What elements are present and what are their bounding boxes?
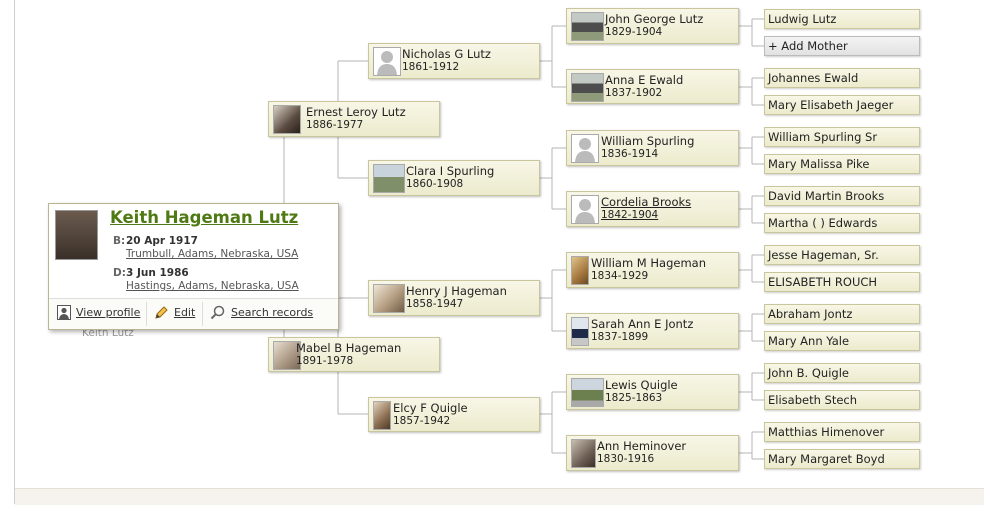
person-dates: 1861-1912 xyxy=(402,61,460,73)
person-name: Lewis Quigle xyxy=(605,378,678,392)
divider xyxy=(146,302,147,326)
person-dates: 1886-1977 xyxy=(306,119,364,131)
person-dates: 1858-1947 xyxy=(406,298,464,310)
person-name: Nicholas G Lutz xyxy=(402,47,491,61)
silhouette-icon xyxy=(373,47,401,76)
focus-person-name[interactable]: Keith Hageman Lutz xyxy=(110,208,299,227)
birth-label: B: xyxy=(113,235,126,247)
view-profile-link[interactable]: View profile xyxy=(76,306,141,319)
person-node-gg-4[interactable]: Cordelia Brooks 1842-1904 xyxy=(566,191,739,227)
person-node-grandfather-paternal[interactable]: Nicholas G Lutz 1861-1912 xyxy=(368,43,540,79)
ancestor-leaf[interactable]: Mary Margaret Boyd xyxy=(764,449,920,469)
portrait-icon xyxy=(373,284,405,313)
person-name: Ann Heminover xyxy=(597,439,687,453)
person-name: Elcy F Quigle xyxy=(393,401,468,415)
ancestor-leaf[interactable]: Abraham Jontz xyxy=(764,304,920,324)
portrait-icon xyxy=(273,105,301,134)
portrait-icon xyxy=(571,256,589,285)
person-name: Sarah Ann E Jontz xyxy=(591,317,694,331)
person-name: William M Hageman xyxy=(591,256,706,270)
person-dates: 1837-1902 xyxy=(605,87,663,99)
search-icon xyxy=(210,305,225,320)
add-mother-button[interactable]: + Add Mother xyxy=(764,36,920,56)
photo-icon xyxy=(571,73,604,102)
portrait-icon xyxy=(373,401,391,430)
person-dates: 1825-1863 xyxy=(605,392,663,404)
portrait-icon xyxy=(273,341,301,370)
ancestor-leaf[interactable]: Elisabeth Stech xyxy=(764,390,920,410)
silhouette-icon xyxy=(571,134,599,163)
person-dates: 1891-1978 xyxy=(296,355,354,367)
ancestor-leaf[interactable]: Matthias Himenover xyxy=(764,422,920,442)
photo-icon xyxy=(571,378,604,407)
divider xyxy=(202,302,203,326)
photo-icon xyxy=(373,164,405,193)
ancestor-leaf[interactable]: William Spurling Sr xyxy=(764,127,920,147)
ancestor-leaf[interactable]: Jesse Hageman, Sr. xyxy=(764,245,920,265)
person-name: Ernest Leroy Lutz xyxy=(306,105,406,119)
birth-place-link[interactable]: Trumbull, Adams, Nebraska, USA xyxy=(126,248,299,260)
portrait-icon xyxy=(571,439,596,468)
focus-person-card: Keith Hageman Lutz B: 20 Apr 1917 Trumbu… xyxy=(48,203,339,330)
person-dates: 1830-1916 xyxy=(597,453,655,465)
person-node-grandmother-maternal[interactable]: Elcy F Quigle 1857-1942 xyxy=(368,397,540,432)
bottom-band xyxy=(15,488,984,505)
page-left-border xyxy=(14,0,15,504)
person-node-gg-5[interactable]: William M Hageman 1834-1929 xyxy=(566,252,739,288)
death-place-link[interactable]: Hastings, Adams, Nebraska, USA xyxy=(126,280,299,292)
person-node-gg-7[interactable]: Lewis Quigle 1825-1863 xyxy=(566,374,739,410)
person-name: Mabel B Hageman xyxy=(296,341,402,355)
ancestor-leaf[interactable]: ELISABETH ROUCH xyxy=(764,272,920,292)
photo-icon xyxy=(571,12,604,41)
ancestor-leaf[interactable]: Mary Malissa Pike xyxy=(764,154,920,174)
person-dates: 1829-1904 xyxy=(605,26,663,38)
person-node-gg-1[interactable]: John George Lutz 1829-1904 xyxy=(566,8,739,44)
person-node-mother[interactable]: Mabel B Hageman 1891-1978 xyxy=(268,337,440,372)
person-node-gg-2[interactable]: Anna E Ewald 1837-1902 xyxy=(566,69,739,104)
death-label: D: xyxy=(113,267,126,279)
ancestor-leaf[interactable]: Ludwig Lutz xyxy=(764,9,920,29)
person-node-gg-8[interactable]: Ann Heminover 1830-1916 xyxy=(566,435,739,471)
person-dates: 1842-1904 xyxy=(601,209,659,221)
card-actions: View profile Edit Search records xyxy=(49,298,338,329)
ancestor-leaf[interactable]: Mary Elisabeth Jaeger xyxy=(764,95,920,115)
silhouette-icon xyxy=(571,195,599,224)
person-name: Clara I Spurling xyxy=(406,164,495,178)
death-date: 3 Jun 1986 xyxy=(126,267,189,279)
edit-link[interactable]: Edit xyxy=(174,306,196,319)
underlying-person-label: Keith Lutz xyxy=(82,327,134,339)
person-dates: 1837-1899 xyxy=(591,331,649,343)
person-dates: 1834-1929 xyxy=(591,270,649,282)
pencil-icon xyxy=(154,305,168,320)
person-node-gg-3[interactable]: William Spurling 1836-1914 xyxy=(566,130,739,166)
person-name: Anna E Ewald xyxy=(605,73,684,87)
ancestor-leaf[interactable]: John B. Quigle xyxy=(764,363,920,383)
person-photo xyxy=(55,210,98,260)
search-records-link[interactable]: Search records xyxy=(231,306,314,319)
person-dates: 1836-1914 xyxy=(601,148,659,160)
person-name: John George Lutz xyxy=(605,12,704,26)
person-node-gg-6[interactable]: Sarah Ann E Jontz 1837-1899 xyxy=(566,313,739,349)
ancestor-leaf[interactable]: Mary Ann Yale xyxy=(764,331,920,351)
person-node-grandfather-maternal[interactable]: Henry J Hageman 1858-1947 xyxy=(368,280,540,316)
photo-icon xyxy=(571,317,589,346)
person-name: William Spurling xyxy=(601,134,695,148)
person-node-grandmother-paternal[interactable]: Clara I Spurling 1860-1908 xyxy=(368,160,540,196)
ancestor-leaf[interactable]: Johannes Ewald xyxy=(764,68,920,88)
ancestor-leaf[interactable]: David Martin Brooks xyxy=(764,186,920,206)
person-dates: 1857-1942 xyxy=(393,415,451,427)
ancestor-leaf[interactable]: Martha ( ) Edwards xyxy=(764,213,920,233)
person-node-father[interactable]: Ernest Leroy Lutz 1886-1977 xyxy=(268,101,440,137)
person-dates: 1860-1908 xyxy=(406,178,464,190)
profile-icon xyxy=(57,305,71,320)
birth-date: 20 Apr 1917 xyxy=(126,235,198,247)
person-name-link[interactable]: Cordelia Brooks xyxy=(601,195,692,209)
person-name: Henry J Hageman xyxy=(406,284,507,298)
